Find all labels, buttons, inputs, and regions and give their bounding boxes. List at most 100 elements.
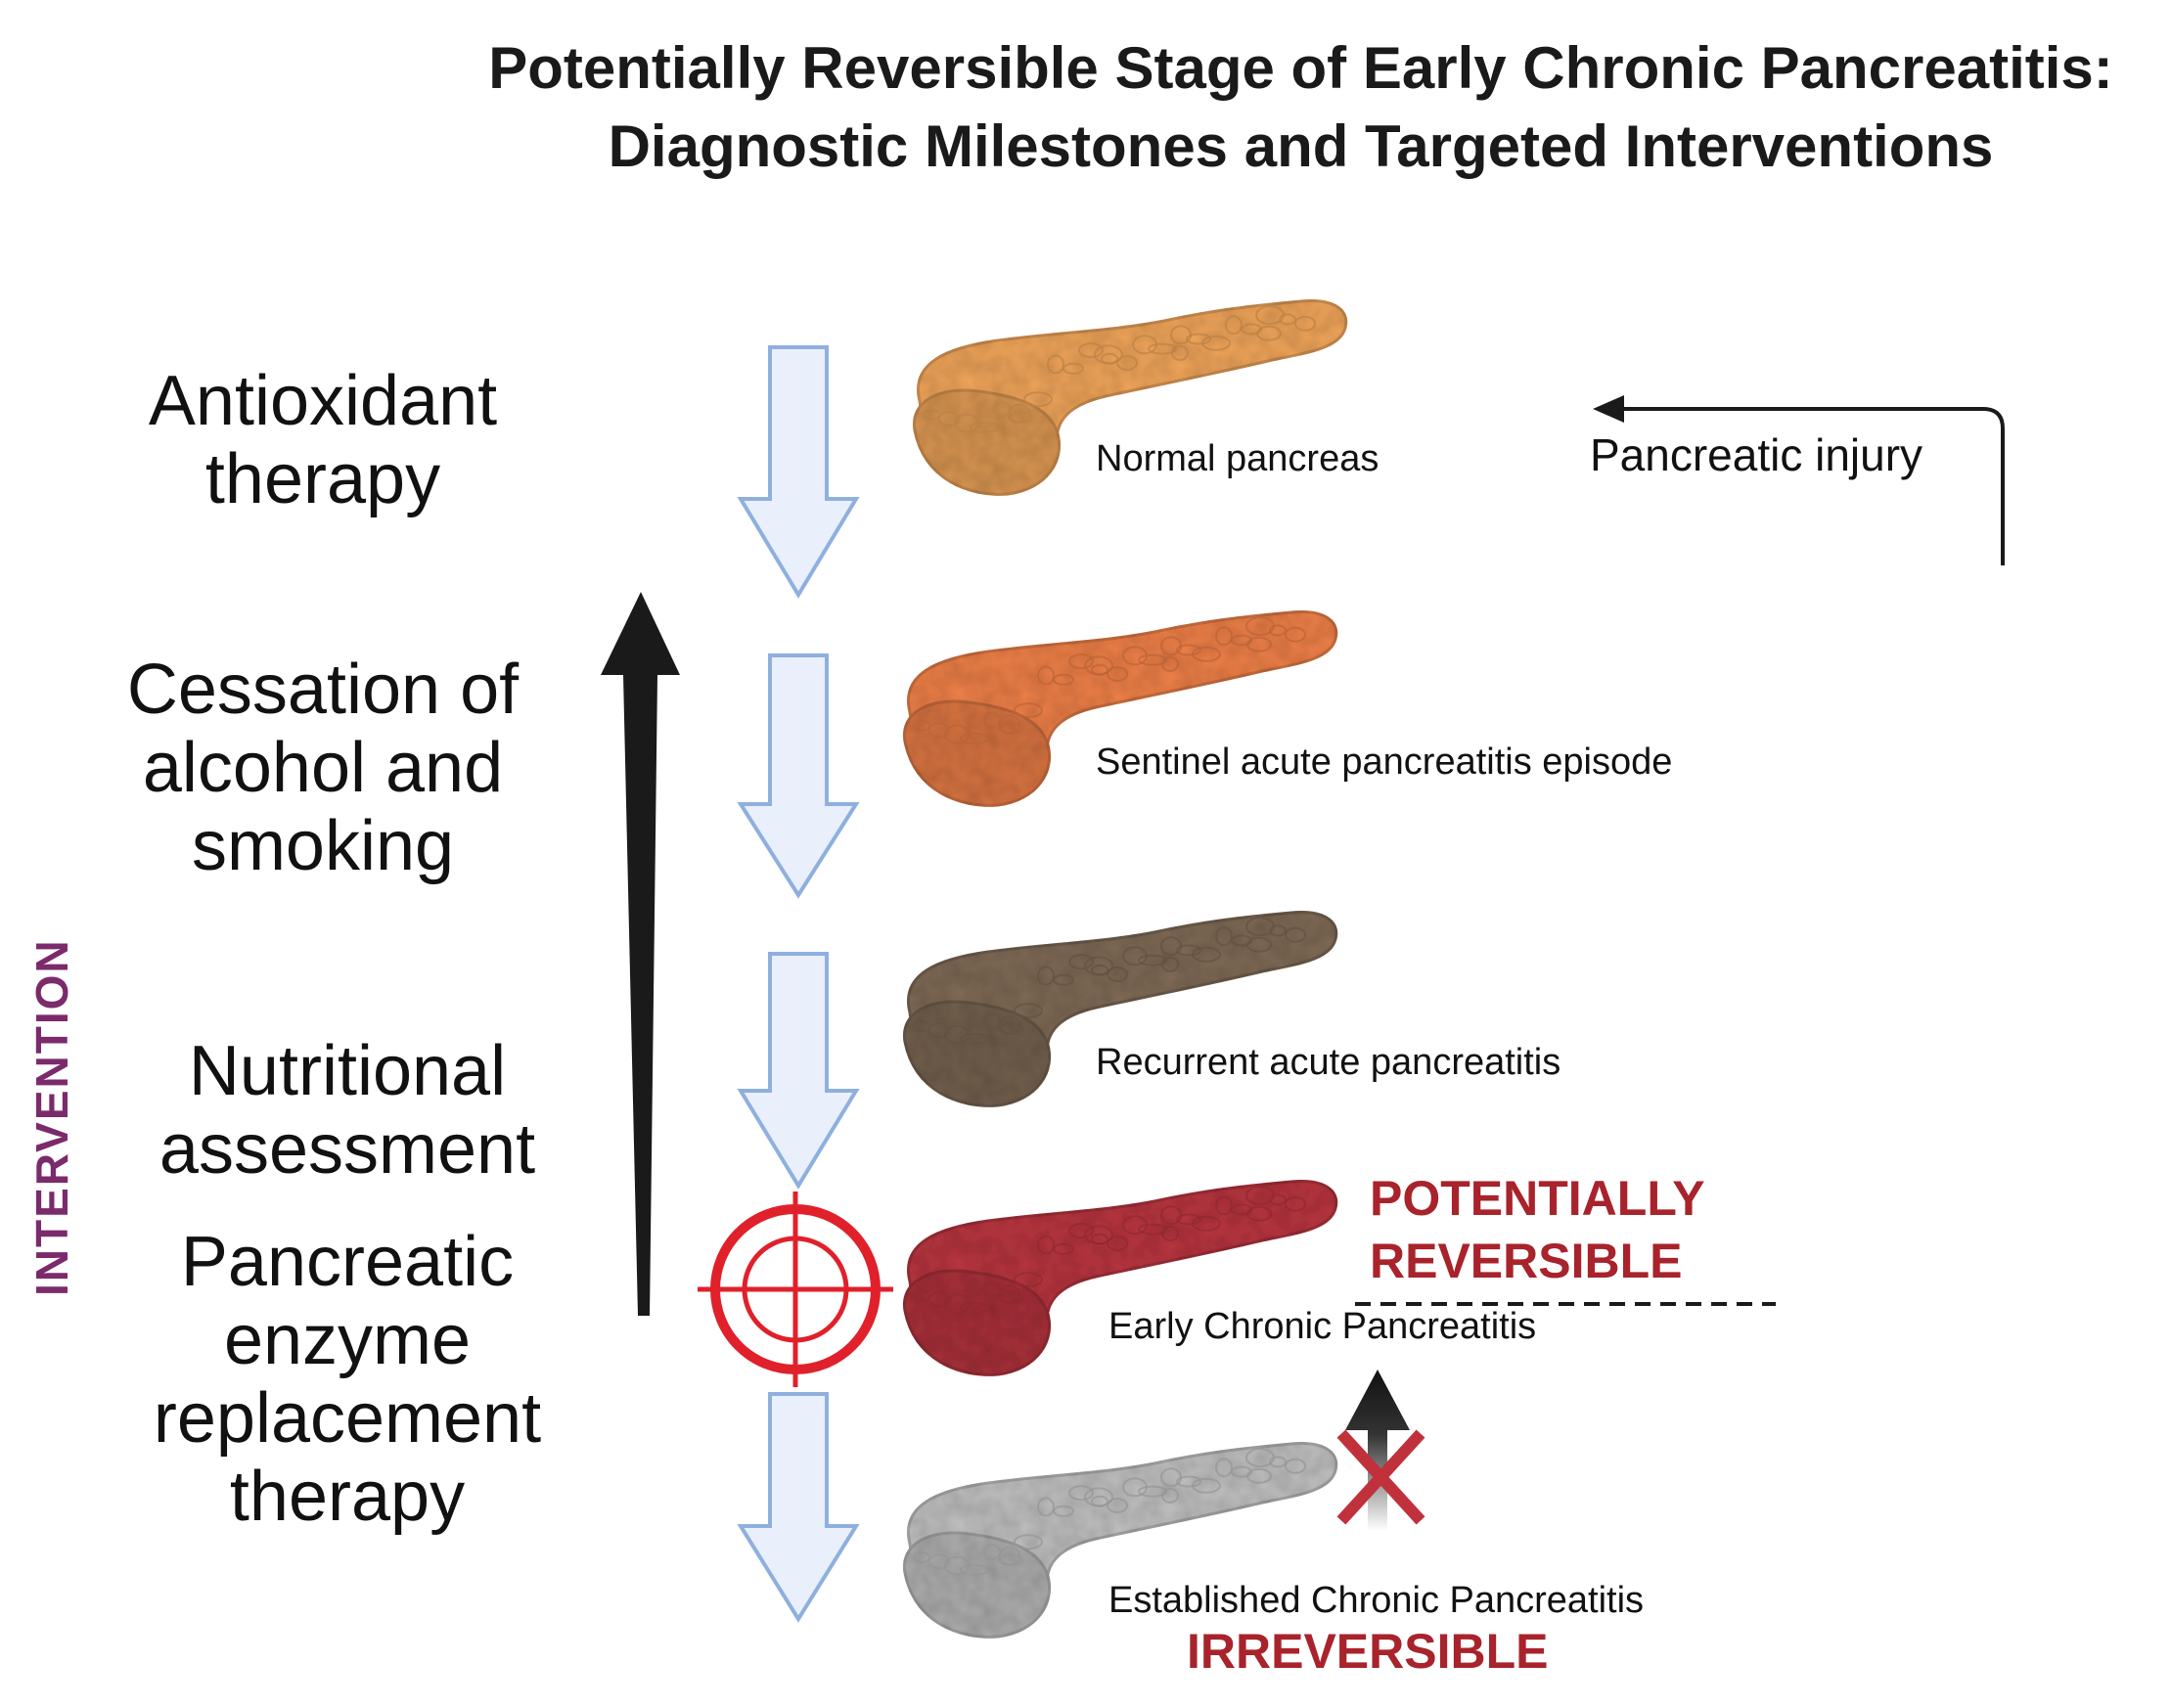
pancreas-head bbox=[902, 1000, 1052, 1107]
intervention-enzyme-line2: enzyme bbox=[223, 1301, 472, 1379]
pancreas-lobule bbox=[1078, 342, 1104, 359]
potentially-reversible-label: POTENTIALLY REVERSIBLE bbox=[1370, 1167, 1705, 1292]
pancreas-lobule bbox=[928, 1291, 950, 1308]
pancreas-lobule bbox=[960, 1301, 989, 1314]
pancreas-lobule bbox=[1176, 1475, 1201, 1488]
pancreas-lobule bbox=[1138, 1485, 1167, 1498]
pancreas-lobule bbox=[1107, 1236, 1128, 1251]
pancreas-lobule bbox=[1037, 1497, 1055, 1517]
red-x-icon bbox=[1336, 1429, 1425, 1525]
flow-arrow-2 bbox=[737, 653, 860, 899]
pancreas-lobule bbox=[960, 732, 989, 744]
pancreas-lobule bbox=[1014, 1534, 1043, 1551]
pancreas-lobule bbox=[998, 1022, 1023, 1035]
intervention-antioxidant-line2: therapy bbox=[204, 440, 441, 518]
intervention-enzyme-line4: therapy bbox=[229, 1458, 466, 1536]
pancreas-head bbox=[902, 1269, 1052, 1376]
pancreas-lobule bbox=[1161, 1225, 1179, 1241]
pancreas-head bbox=[902, 1531, 1052, 1639]
pancreas-lobule bbox=[1023, 391, 1053, 408]
pancreas-lobule bbox=[1192, 1477, 1221, 1494]
pancreatic-injury-arrow bbox=[1593, 395, 2005, 565]
pancreas-lobule bbox=[1068, 653, 1094, 670]
pancreas-lobule bbox=[1107, 1498, 1128, 1513]
pancreas-lobule bbox=[1246, 636, 1272, 652]
intervention-nutritional: Nutritional assessment bbox=[73, 1032, 621, 1189]
pancreas-lobule bbox=[1091, 1495, 1108, 1507]
blocked-reverse-arrow bbox=[1345, 1370, 1410, 1531]
pancreas-normal-image bbox=[912, 298, 1348, 496]
title-line-1: Potentially Reversible Stage of Early Ch… bbox=[488, 35, 2113, 101]
pancreas-lobule bbox=[1215, 1195, 1233, 1216]
pancreas-lobule bbox=[1176, 1213, 1201, 1226]
intervention-antioxidant-line1: Antioxidant bbox=[148, 362, 498, 440]
pancreas-lobule bbox=[1053, 973, 1074, 986]
intervention-enzyme-line3: replacement bbox=[153, 1379, 542, 1458]
flow-arrow-3 bbox=[737, 952, 860, 1190]
pancreas-recurrent-image bbox=[902, 910, 1338, 1107]
stage-label-recurrent: Recurrent acute pancreatitis bbox=[1096, 1042, 1561, 1083]
pancreas-lobule bbox=[1279, 313, 1296, 326]
pancreas-lobule bbox=[1091, 1233, 1108, 1245]
pancreas-lobule bbox=[1294, 315, 1316, 332]
pancreas-lobule bbox=[1285, 626, 1306, 643]
pancreas-lobule bbox=[1269, 924, 1287, 937]
pancreas-head bbox=[912, 388, 1062, 496]
crosshair-target-icon bbox=[698, 1191, 893, 1387]
pancreas-lobule bbox=[1285, 926, 1306, 943]
pancreas-lobule bbox=[1192, 946, 1221, 963]
flow-arrow-1 bbox=[737, 345, 860, 599]
pancreas-lobule bbox=[1246, 1205, 1272, 1222]
pancreas-lobule bbox=[1037, 966, 1055, 986]
pancreas-lobule bbox=[960, 1563, 989, 1576]
pancreas-lobule bbox=[1014, 702, 1043, 719]
intervention-cessation-line3: smoking bbox=[191, 807, 455, 885]
pancreas-lobule bbox=[1014, 1003, 1043, 1019]
pancreas-lobule bbox=[1285, 1195, 1306, 1212]
intervention-cessation: Cessation of alcohol and smoking bbox=[49, 651, 597, 885]
pancreas-lobule bbox=[1107, 966, 1128, 982]
pancreas-early-chronic-image bbox=[902, 1179, 1338, 1376]
pancreas-lobule bbox=[1215, 926, 1233, 947]
pancreas-lobule bbox=[1138, 653, 1167, 666]
pancreas-lobule bbox=[1014, 1272, 1043, 1288]
pancreas-lobule bbox=[1068, 954, 1094, 970]
pancreas-lobule bbox=[1285, 1458, 1306, 1474]
pancreas-lobule bbox=[983, 1012, 1001, 1029]
pancreas-established-chronic-image bbox=[902, 1441, 1338, 1639]
pancreas-lobule bbox=[1138, 954, 1167, 966]
pancreas-lobule bbox=[1101, 352, 1118, 365]
pancreas-lobule bbox=[1138, 1223, 1167, 1236]
pancreas-head bbox=[902, 699, 1052, 807]
pancreas-lobule bbox=[1171, 344, 1189, 361]
stage-label-established-chronic: Established Chronic Pancreatitis bbox=[1108, 1580, 1645, 1621]
pancreas-lobule bbox=[1116, 355, 1138, 371]
pancreas-lobule bbox=[913, 1551, 930, 1563]
pancreas-lobule bbox=[1201, 335, 1231, 351]
pancreas-lobule bbox=[1091, 964, 1108, 976]
pancreas-sentinel-image bbox=[902, 609, 1338, 807]
pancreas-lobule bbox=[1246, 936, 1272, 953]
pancreas-lobule bbox=[1269, 1193, 1287, 1206]
stage-label-sentinel: Sentinel acute pancreatitis episode bbox=[1096, 742, 1673, 783]
pancreas-lobule bbox=[1215, 1458, 1233, 1478]
pancreas-lobule bbox=[1176, 944, 1201, 957]
pancreas-lobule bbox=[1256, 325, 1282, 341]
pancreas-lobule bbox=[998, 1553, 1023, 1566]
pancreas-lobule bbox=[1161, 1487, 1179, 1504]
pancreatic-injury-label: Pancreatic injury bbox=[1590, 429, 1923, 480]
pancreas-lobule bbox=[1269, 624, 1287, 637]
pancreas-lobule bbox=[928, 1022, 950, 1039]
stage-label-early-chronic: Early Chronic Pancreatitis bbox=[1108, 1306, 1537, 1347]
pancreas-lobule bbox=[1068, 1485, 1094, 1502]
pancreas-lobule bbox=[1148, 342, 1177, 355]
reversible-label: REVERSIBLE bbox=[1370, 1234, 1683, 1288]
pancreas-lobule bbox=[913, 1289, 930, 1301]
intervention-enzyme: Pancreatic enzyme replacement therapy bbox=[73, 1223, 621, 1536]
pancreas-lobule bbox=[970, 421, 999, 433]
figure-title: Potentially Reversible Stage of Early Ch… bbox=[0, 29, 2171, 186]
pancreas-lobule bbox=[993, 401, 1011, 418]
pancreas-lobule bbox=[998, 722, 1023, 735]
pancreas-lobule bbox=[1246, 1467, 1272, 1484]
